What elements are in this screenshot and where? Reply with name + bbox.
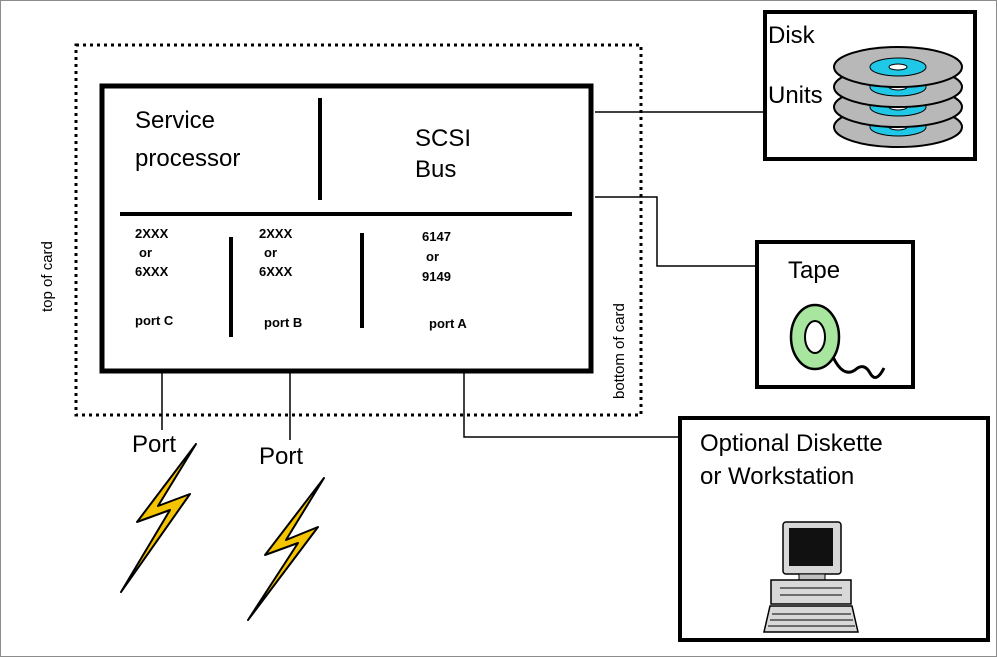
port-a-line-3: 9149 (422, 269, 451, 284)
port-c-line-1: 2XXX (135, 226, 169, 241)
card-box (99, 83, 594, 374)
workstation-connector (463, 371, 680, 438)
external-port-label-2: Port (259, 443, 303, 470)
tape-connector (595, 196, 757, 267)
port-b-name: port B (264, 315, 302, 330)
card-outline (74, 43, 643, 417)
workstation-label-2: or Workstation (700, 463, 854, 490)
disk-label-1: Disk (768, 22, 816, 49)
disk-label-2: Units (768, 82, 823, 109)
port-a-line-2: or (426, 249, 439, 264)
port-c-line-3: 6XXX (135, 264, 169, 279)
port-c-name: port C (135, 313, 174, 328)
top-of-card-label: top of card (39, 241, 56, 312)
service-processor-label-2: processor (135, 145, 240, 172)
port-a-name: port A (429, 316, 467, 331)
tape-reel-icon (789, 303, 886, 379)
computer-icon (763, 521, 859, 633)
port-b-line-2: or (264, 245, 277, 260)
bottom-of-card-label: bottom of card (611, 303, 628, 399)
lightning-bolt-icon (247, 477, 325, 621)
lightning-bolt-icon (120, 443, 197, 593)
external-port-label-1: Port (132, 431, 176, 458)
scsi-bus-label-2: Bus (415, 156, 456, 183)
service-processor-label-1: Service (135, 107, 215, 134)
scsi-bus-label-1: SCSI (415, 125, 471, 152)
port-b-line-1: 2XXX (259, 226, 293, 241)
port-c-line-2: or (139, 245, 152, 260)
disk-stack-icon (833, 46, 963, 148)
workstation-label-1: Optional Diskette (700, 430, 883, 457)
port-a-line-1: 6147 (422, 229, 451, 244)
port-b-line-3: 6XXX (259, 264, 293, 279)
tape-label: Tape (788, 257, 840, 284)
